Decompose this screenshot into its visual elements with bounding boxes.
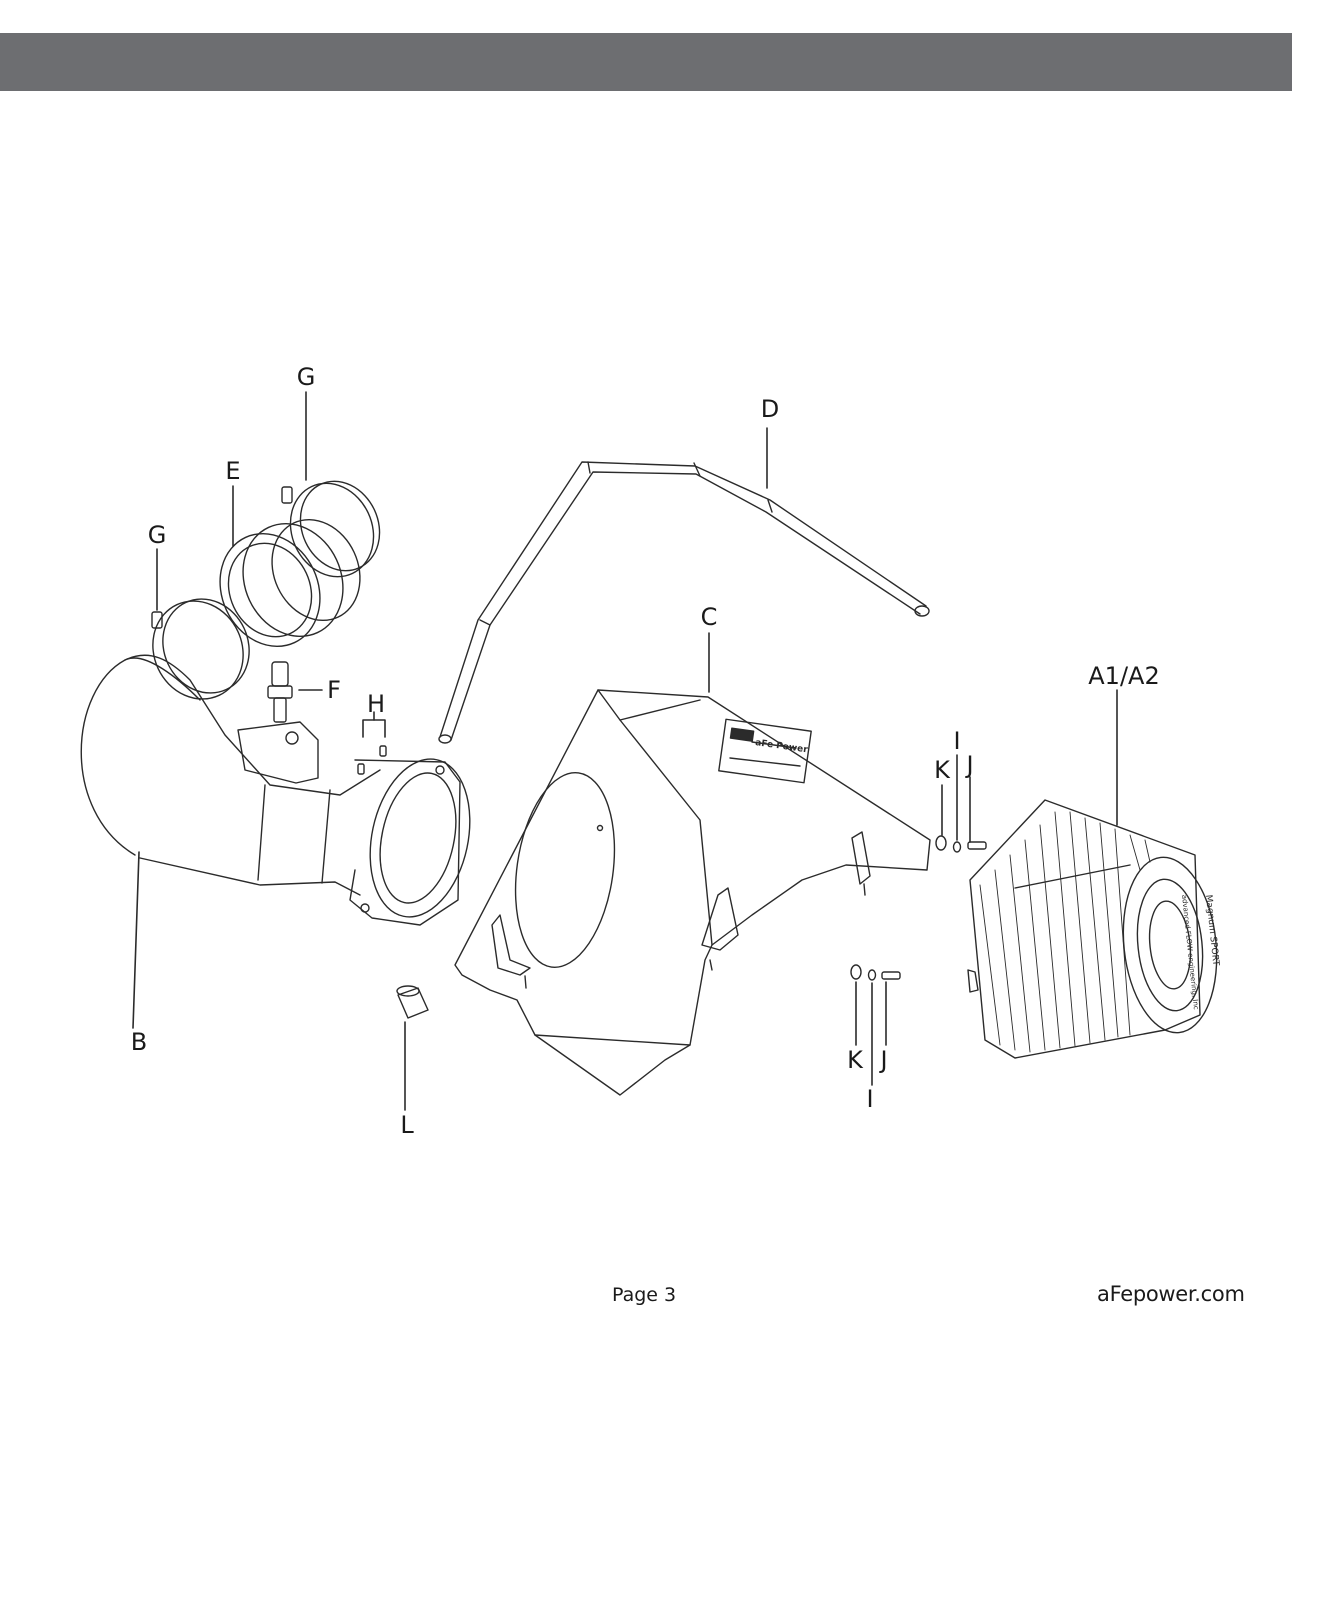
callout-c: C [700, 603, 718, 631]
leader-lines [132, 391, 1118, 1111]
part-g-clamp-lower [151, 598, 250, 700]
callout-k-upper: K [934, 756, 950, 784]
callout-k-lower: K [847, 1046, 863, 1074]
part-l-sleeve [396, 985, 429, 1019]
callout-i-lower: I [866, 1085, 874, 1113]
hardware-upper [935, 835, 987, 853]
callout-g-upper: G [296, 363, 316, 391]
callout-h: H [366, 690, 386, 718]
part-f-fitting [267, 661, 293, 723]
callout-e: E [225, 457, 241, 485]
website-link[interactable]: aFepower.com [1097, 1282, 1245, 1306]
callout-j-upper: J [966, 751, 974, 779]
callout-g-lower: G [147, 521, 167, 549]
header-bar [0, 33, 1292, 91]
part-b-intake-tube [80, 654, 471, 926]
part-d-trim-seal [438, 461, 930, 744]
callout-j-lower: J [880, 1046, 888, 1074]
filter-brand-text: Magnum SPORT [1203, 894, 1220, 967]
callout-i-upper: I [953, 727, 961, 755]
part-h-screws [357, 745, 387, 775]
hardware-lower [850, 964, 901, 981]
page-number: Page 3 [612, 1284, 677, 1306]
callout-d: D [760, 395, 780, 423]
part-g-clamp-upper [281, 480, 381, 578]
part-c-heat-shield [454, 689, 931, 1096]
part-e-coupler [219, 518, 361, 648]
callout-a: A1/A2 [1088, 662, 1160, 690]
callout-f: F [327, 676, 341, 704]
box-plate-brand: aFe Power [755, 738, 809, 755]
part-a-air-filter [967, 799, 1218, 1059]
maf-bung [237, 721, 319, 784]
callout-b: B [130, 1028, 148, 1056]
callout-l: L [400, 1111, 414, 1139]
